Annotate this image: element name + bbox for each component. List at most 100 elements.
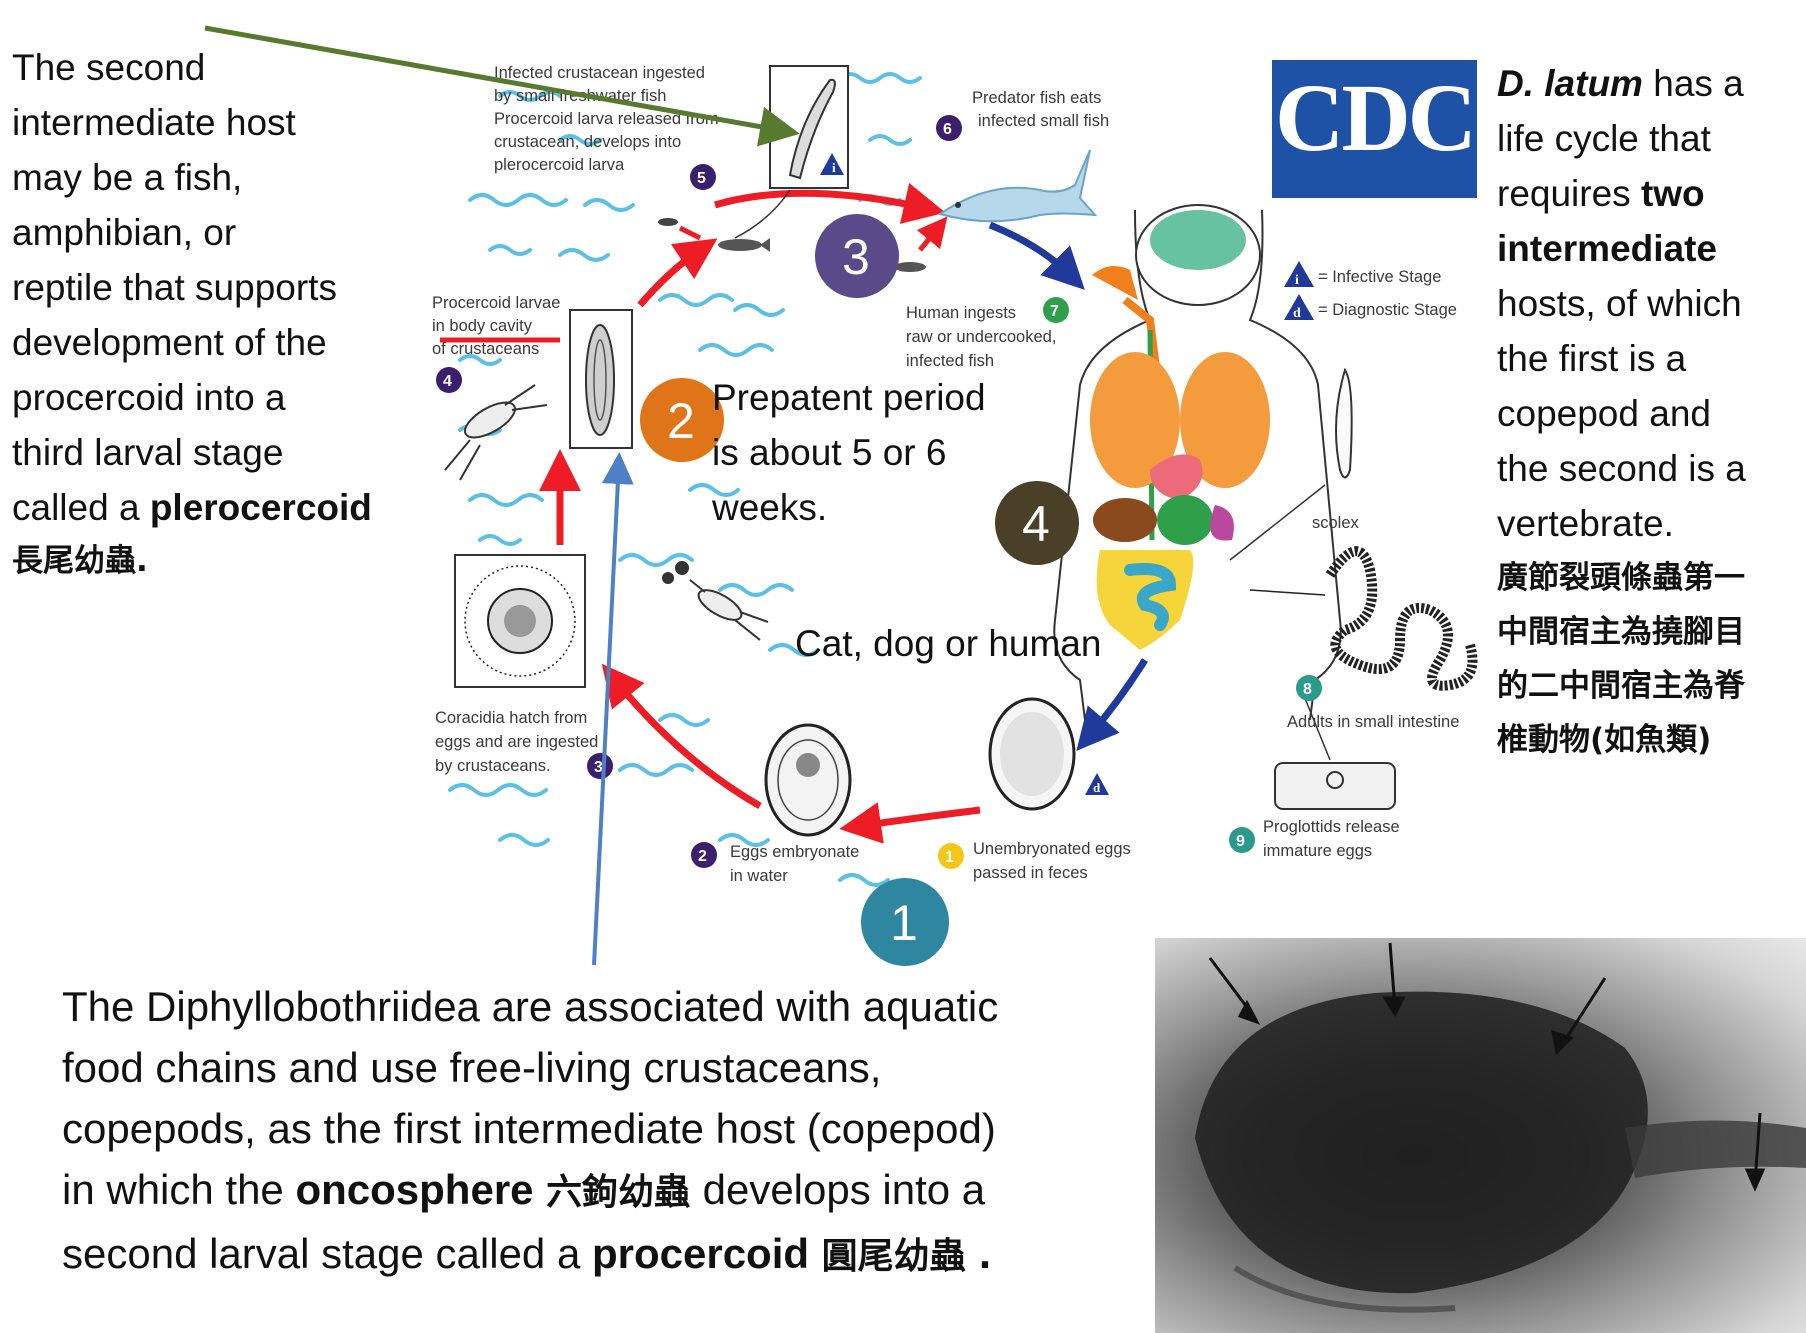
svg-text:6: 6 xyxy=(943,121,952,138)
legend-infective-icon: i xyxy=(1295,273,1299,288)
legend-diagnostic-label: = Diagnostic Stage xyxy=(1318,301,1457,319)
left-note-line: procercoid into a xyxy=(12,377,286,418)
svg-text:in water: in water xyxy=(730,867,788,885)
bottom-note-line: in which the oncosphere 六鉤幼蟲 develops in… xyxy=(62,1159,1152,1223)
svg-text:Coracidia hatch from: Coracidia hatch from xyxy=(435,709,587,727)
cdc-tagline: SAFER·HEALTHIER·PEOPLE™ xyxy=(1289,188,1460,199)
left-note-line: may be a fish, xyxy=(12,157,243,198)
copepod-icon xyxy=(662,561,769,641)
left-note-line: intermediate host xyxy=(12,102,296,143)
scolex-icon xyxy=(1229,367,1353,561)
bottom-note-text: in which the xyxy=(62,1166,296,1213)
embryonated-egg-icon xyxy=(764,723,852,837)
right-note-cjk-line: 椎動物(如魚類) xyxy=(1497,722,1712,758)
svg-text:Procercoid larvae: Procercoid larvae xyxy=(432,294,560,312)
unembryonated-egg-icon: d xyxy=(988,697,1109,811)
svg-text:5: 5 xyxy=(697,170,706,187)
svg-text:Predator fish eats: Predator fish eats xyxy=(972,89,1101,107)
svg-text:1: 1 xyxy=(945,849,954,866)
infective-marker: i xyxy=(832,160,836,175)
svg-text:Proglottids release: Proglottids release xyxy=(1263,818,1400,836)
plerocercoid-box: i xyxy=(734,65,849,239)
svg-text:1: 1 xyxy=(890,895,918,951)
bottom-note-text: second larval stage called a xyxy=(62,1230,592,1277)
bottom-note-line: second larval stage called a procercoid … xyxy=(62,1223,1152,1287)
step-circle-2: 2 xyxy=(640,378,724,462)
procercoid-cjk: 圓尾幼蟲 . xyxy=(809,1236,992,1277)
procercoid-pointer-arrow xyxy=(592,452,634,966)
stage-6-label: Predator fish eats infected small fish 6 xyxy=(936,89,1109,141)
coracidium-box xyxy=(454,554,586,688)
right-note-line: the first is a xyxy=(1497,338,1687,379)
left-note-text: called a xyxy=(12,487,150,528)
crustacean-icon xyxy=(444,384,548,481)
left-note-line: The second xyxy=(12,47,206,88)
svg-text:immature eggs: immature eggs xyxy=(1263,842,1372,860)
prepatent-line: is about 5 or 6 xyxy=(712,432,947,473)
svg-text:Procercoid larva released from: Procercoid larva released from xyxy=(494,110,719,128)
svg-text:in body cavity: in body cavity xyxy=(432,317,533,335)
cdc-logo: CDC xyxy=(1272,60,1477,198)
svg-text:plerocercoid larva: plerocercoid larva xyxy=(494,156,625,174)
svg-text:2: 2 xyxy=(667,393,695,449)
svg-text:infected small fish: infected small fish xyxy=(978,112,1109,130)
left-note-line: third larval stage xyxy=(12,432,284,473)
svg-text:Infected crustacean ingested: Infected crustacean ingested xyxy=(494,64,705,82)
cycle-arrows xyxy=(440,182,981,844)
right-note-text: has a xyxy=(1642,63,1744,104)
step-circle-4: 4 xyxy=(995,481,1079,565)
svg-text:Unembryonated eggs: Unembryonated eggs xyxy=(973,840,1131,858)
right-note-line: the second is a xyxy=(1497,448,1746,489)
svg-text:9: 9 xyxy=(1236,833,1245,850)
right-note-cjk-line: 的二中間宿主為脊 xyxy=(1497,668,1745,704)
oncosphere-term: oncosphere xyxy=(295,1166,534,1213)
svg-text:by crustaceans.: by crustaceans. xyxy=(435,757,551,775)
legend-diagnostic-icon: d xyxy=(1293,306,1301,321)
svg-text:raw or undercooked,: raw or undercooked, xyxy=(906,328,1056,346)
right-note-line: D. latum has a xyxy=(1497,56,1797,111)
cdc-logo-letters: CDC xyxy=(1275,64,1477,171)
small-fish-icon xyxy=(658,218,926,272)
copepod-micrograph xyxy=(1155,938,1806,1333)
copepod-micrograph-drawing xyxy=(1195,942,1806,1313)
stage-2-label: 2 Eggs embryonate in water xyxy=(691,842,859,885)
right-note: D. latum has a life cycle that requires … xyxy=(1497,56,1797,767)
legend-infective-label: = Infective Stage xyxy=(1318,268,1441,286)
right-note-line: requires two xyxy=(1497,166,1797,221)
bottom-note-line: copepods, as the first intermediate host… xyxy=(62,1105,996,1152)
species-name: D. latum xyxy=(1497,63,1643,104)
left-note-line: amphibian, or xyxy=(12,212,237,253)
bottom-note: The Diphyllobothriidea are associated wi… xyxy=(62,976,1152,1287)
plerocercoid-cjk: 長尾幼蟲. xyxy=(12,543,148,579)
procercoid-box xyxy=(569,309,633,449)
bottom-note-line: The Diphyllobothriidea are associated wi… xyxy=(62,983,999,1030)
right-note-line: copepod and xyxy=(1497,393,1711,434)
left-note-line: development of the xyxy=(12,322,327,363)
svg-text:Human ingests: Human ingests xyxy=(906,304,1016,322)
right-note-bold-intermediate: intermediate xyxy=(1497,228,1718,269)
right-note-line: life cycle that xyxy=(1497,118,1711,159)
right-note-bold-two: two xyxy=(1640,173,1705,214)
svg-text:2: 2 xyxy=(698,848,707,865)
svg-text:7: 7 xyxy=(1050,303,1059,320)
left-note: The second intermediate host may be a fi… xyxy=(12,40,412,587)
host-arrows xyxy=(988,221,1148,751)
step-circle-1: 1 xyxy=(861,878,949,966)
left-note-line: reptile that supports xyxy=(12,267,337,308)
diagnostic-marker: d xyxy=(1093,780,1101,795)
svg-text:3: 3 xyxy=(842,229,870,285)
human-body-figure xyxy=(1053,204,1342,721)
adult-worm-icon xyxy=(1249,546,1478,691)
scolex-label: scolex xyxy=(1312,514,1360,532)
svg-text:infected fish: infected fish xyxy=(906,352,994,370)
plerocercoid-pointer-arrow xyxy=(204,25,800,147)
svg-text:crustacean, develops into: crustacean, develops into xyxy=(494,133,681,151)
svg-text:passed in feces: passed in feces xyxy=(973,864,1088,882)
svg-text:eggs and are ingested: eggs and are ingested xyxy=(435,733,598,751)
svg-text:3: 3 xyxy=(594,759,603,776)
host-note: Cat, dog or human xyxy=(795,623,1102,664)
svg-text:Eggs embryonate: Eggs embryonate xyxy=(730,843,859,861)
svg-text:8: 8 xyxy=(1303,681,1312,698)
svg-text:of crustaceans: of crustaceans xyxy=(432,340,539,358)
